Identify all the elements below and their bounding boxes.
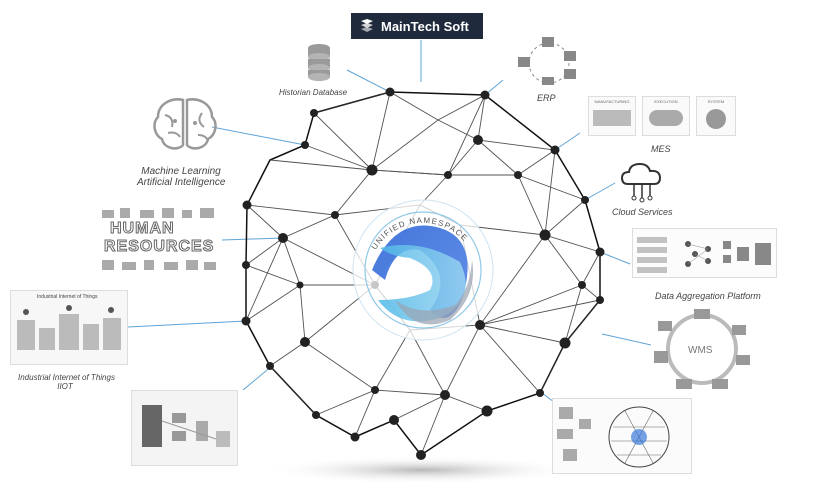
scada-screenshot-thumbnail (131, 390, 238, 466)
data-aggregation-diagram (632, 228, 777, 278)
connector-lines (127, 40, 652, 421)
iiot-diagram: Industrial Internet of Things (10, 290, 128, 365)
uns-hub (352, 199, 494, 341)
mes-label: MES (651, 144, 671, 154)
brand-name: MainTech Soft (381, 18, 469, 34)
hr-human-text: HUMAN (110, 220, 175, 238)
uns-label-arc: UNIFIED NAMESPACE (370, 216, 470, 251)
database-icon (308, 44, 330, 81)
cloud-label: Cloud Services (612, 207, 673, 217)
mes-diagram: MANUFACTURING EXECUTION SYSTEM (588, 96, 738, 138)
svg-text:UNIFIED NAMESPACE: UNIFIED NAMESPACE (370, 216, 470, 251)
cloud-icon (620, 162, 662, 203)
mini-sphere-thumbnail (552, 398, 692, 474)
hr-collage: HUMAN RESOURCES (100, 208, 220, 272)
erp-cycle-icon (518, 37, 576, 85)
ml-label: Machine Learning (141, 166, 221, 177)
data-aggregation-label: Data Aggregation Platform (655, 291, 761, 301)
brand-banner: MainTech Soft (351, 13, 483, 39)
mes-execution-label: EXECUTION (654, 99, 678, 104)
uns-label: UNIFIED NAMESPACE (370, 216, 469, 251)
iiot-box-title: Industrial Internet of Things (37, 294, 98, 300)
historian-label: Historian Database (279, 88, 348, 97)
hr-resources-text: RESOURCES (103, 238, 215, 256)
erp-label: ERP (537, 93, 556, 103)
wms-cycle-diagram: WMS (654, 309, 750, 389)
hr-icons (102, 208, 216, 270)
mes-system-label: SYSTEM (707, 99, 725, 104)
brand-logo-icon (361, 19, 373, 32)
ai-label: Artificial Intelligence (137, 177, 226, 188)
brain-icon (153, 98, 217, 150)
iiot-label: Industrial Internet of Things (18, 373, 115, 382)
wms-label: WMS (688, 345, 713, 356)
mes-manufacturing-label: MANUFACTURING (594, 99, 630, 104)
iiot-short-label: IIOT (57, 382, 73, 391)
